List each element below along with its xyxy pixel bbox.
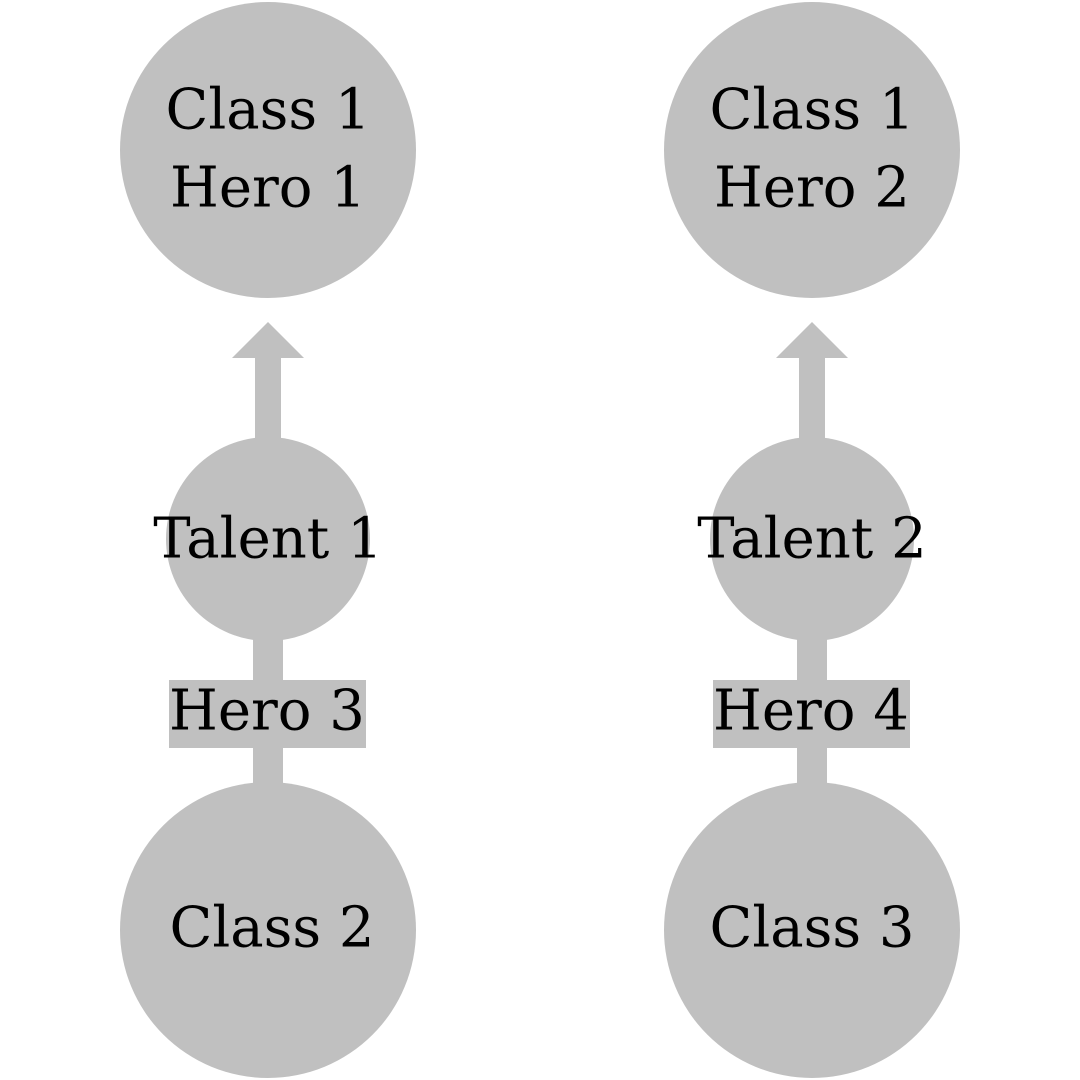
left-middle-node: Talent 1 [153,437,383,641]
right-bottom-node: Class 3 [664,782,960,1078]
right-top-node-line2: Hero 2 [714,156,910,221]
left-top-node-circle [120,2,416,298]
left-edge-label-box [169,680,366,748]
left-top-node: Class 1 Hero 1 [120,2,416,298]
right-column: Class 1 Hero 2 Talent 2 Hero 4 Class 3 [664,2,960,1078]
left-edge-label-text: Hero 3 [169,679,365,744]
left-arrow-head [232,322,304,358]
right-arrow-shaft [799,356,825,452]
right-edge-label-box [713,680,910,748]
left-middle-node-label: Talent 1 [153,507,382,572]
left-bottom-node: Class 2 [120,782,416,1078]
left-top-node-line2: Hero 1 [170,156,366,221]
right-edge-label-text: Hero 4 [713,679,909,744]
right-middle-node: Talent 2 [697,437,927,641]
right-arrow-up [776,322,848,452]
right-top-node: Class 1 Hero 2 [664,2,960,298]
left-bottom-node-circle [120,782,416,1078]
right-arrow-head [776,322,848,358]
right-middle-node-circle [710,437,914,641]
right-bottom-node-circle [664,782,960,1078]
right-top-node-circle [664,2,960,298]
left-middle-node-circle [166,437,370,641]
left-edge-label: Hero 3 [169,679,366,748]
right-bottom-node-label: Class 3 [709,896,914,961]
left-arrow-shaft [255,356,281,452]
left-arrow-up [232,322,304,452]
right-middle-node-label: Talent 2 [697,507,926,572]
left-bottom-node-label: Class 2 [169,896,374,961]
left-top-node-line1: Class 1 [165,78,370,143]
right-top-node-line1: Class 1 [709,78,914,143]
left-column: Class 1 Hero 1 Talent 1 Hero 3 Class 2 [120,2,416,1078]
right-edge-label: Hero 4 [713,679,910,748]
